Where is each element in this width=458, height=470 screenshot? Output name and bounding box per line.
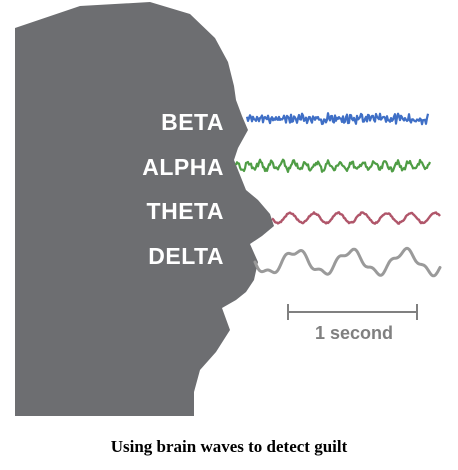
- theta-wave: [271, 211, 441, 225]
- beta-wave: [245, 112, 430, 126]
- alpha-wave: [234, 158, 432, 173]
- time-scale-bar: [287, 304, 418, 320]
- figure-caption: Using brain waves to detect guilt: [110, 437, 348, 456]
- delta-wave: [253, 246, 442, 278]
- beta-label: BETA: [161, 109, 224, 135]
- head-diagram: BETA ALPHA THETA DELTA 1 second: [15, 2, 442, 416]
- time-scale-label: 1 second: [315, 323, 393, 343]
- head-silhouette: [15, 2, 274, 416]
- alpha-label: ALPHA: [142, 154, 224, 180]
- theta-label: THETA: [147, 198, 224, 224]
- delta-label: DELTA: [148, 243, 224, 269]
